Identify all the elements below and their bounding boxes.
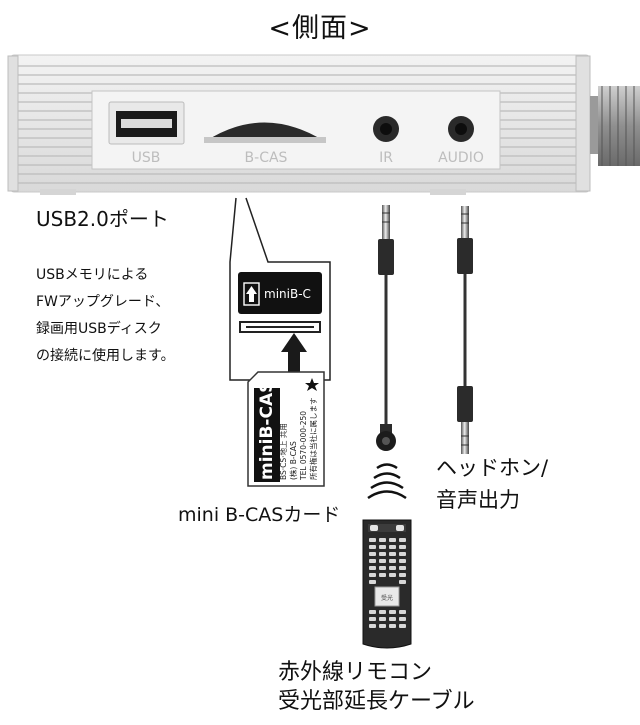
card-line-4: 所有権は当社に属します xyxy=(308,398,318,481)
ir-jack: IR xyxy=(373,116,399,166)
usb-desc-line: 録画用USBディスク xyxy=(36,321,162,337)
card-line-2: (株) B-CAS xyxy=(288,441,298,480)
slot-label: miniB-C xyxy=(264,287,311,301)
usb-port: USB xyxy=(108,101,185,166)
remote-screen-label: 受光 xyxy=(381,594,393,602)
ir-caption-line: 受光部延長ケーブル xyxy=(278,689,475,714)
remote-control: 受光 xyxy=(362,519,412,649)
ir-port-label: IR xyxy=(379,150,393,166)
audio-jack: AUDIO xyxy=(438,116,484,166)
card-line-3: TEL 0570-000-250 xyxy=(299,411,308,481)
headphone-cable xyxy=(457,206,473,454)
ir-extension-cable xyxy=(376,205,396,451)
card-brand: miniB-CAS xyxy=(257,381,277,480)
device-side-panel xyxy=(7,54,591,195)
ir-caption-line: 赤外線リモコン xyxy=(278,660,433,685)
card-line-1: BS·CS·地上 共用 xyxy=(278,423,288,480)
usb-port-description: USBメモリによる FWアップグレード、 録画用USBディスク の接続に使用しま… xyxy=(36,262,175,370)
page-title: <側面> xyxy=(268,13,372,44)
bcas-callout: miniB-C xyxy=(229,197,331,381)
headphone-caption-line: ヘッドホン/ xyxy=(436,456,549,480)
bcas-card-caption: mini B-CASカード xyxy=(178,504,341,526)
usb-port-title: USB2.0ポート xyxy=(36,207,169,231)
usb-desc-line: FWアップグレード、 xyxy=(36,294,170,310)
headphone-caption: ヘッドホン/ 音声出力 xyxy=(436,452,548,516)
insert-arrow xyxy=(281,333,307,378)
usb-desc-line: の接続に使用します。 xyxy=(36,348,175,364)
usb-desc-line: USBメモリによる xyxy=(36,267,149,283)
ir-cable-caption: 赤外線リモコン 受光部延長ケーブル xyxy=(278,658,475,716)
antenna-connector xyxy=(590,86,640,166)
usb-port-label: USB xyxy=(132,150,161,166)
headphone-caption-line: 音声出力 xyxy=(436,488,520,512)
ir-signal-waves xyxy=(367,463,407,500)
bcas-port-label: B-CAS xyxy=(245,150,288,166)
mini-bcas-card: miniB-CAS BS·CS·地上 共用 (株) B-CAS TEL 0570… xyxy=(247,371,325,487)
bcas-slot: B-CAS xyxy=(204,122,326,166)
audio-port-label: AUDIO xyxy=(438,150,484,166)
